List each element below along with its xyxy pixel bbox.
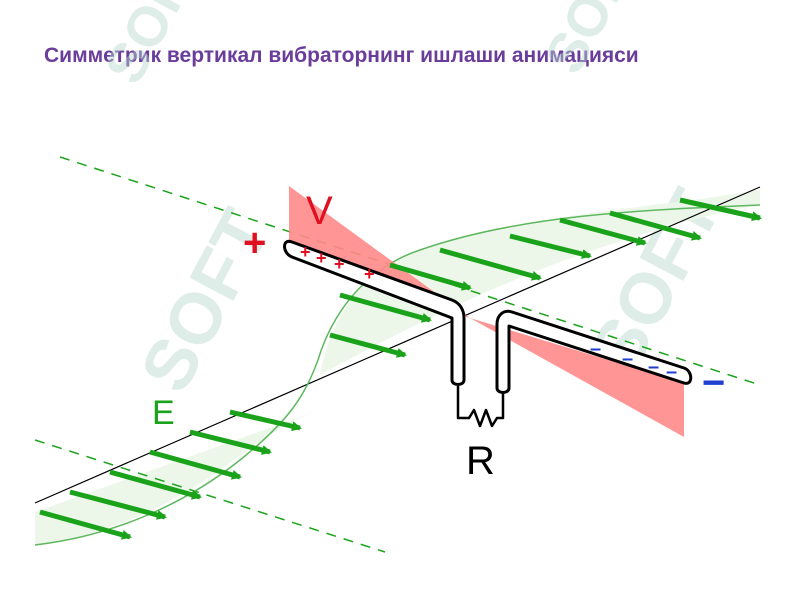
field-arrows-lower [39, 409, 302, 540]
positive-terminal-label: + [243, 221, 266, 265]
resistor-label: R [466, 439, 495, 483]
voltage-distribution-upper [289, 186, 470, 318]
svg-text:+: + [334, 254, 345, 274]
svg-text:+: + [300, 242, 311, 262]
electric-field-label: E [152, 394, 175, 432]
svg-text:–: – [622, 348, 633, 370]
svg-text:–: – [648, 356, 659, 378]
negative-charges: – – – – [590, 338, 677, 383]
lower-dashed-line [34, 439, 386, 553]
svg-text:+: + [364, 264, 375, 284]
feed-wires [456, 386, 505, 428]
negative-terminal-label: − [702, 361, 725, 405]
page-title: Симметрик вертикал вибраторнинг ишлаши а… [44, 44, 639, 67]
svg-text:+: + [316, 248, 327, 268]
propagation-axis [34, 186, 761, 504]
svg-text:–: – [590, 338, 601, 360]
positive-charges: + + + + [300, 242, 375, 284]
svg-text:–: – [666, 361, 677, 383]
voltage-distribution-lower [470, 318, 684, 437]
dipole-left-arm [283, 239, 466, 386]
field-arrows-upper [329, 197, 762, 358]
field-wave-fill-lower [35, 410, 320, 545]
field-wave-curve [34, 204, 761, 546]
voltage-label: V [306, 189, 333, 233]
